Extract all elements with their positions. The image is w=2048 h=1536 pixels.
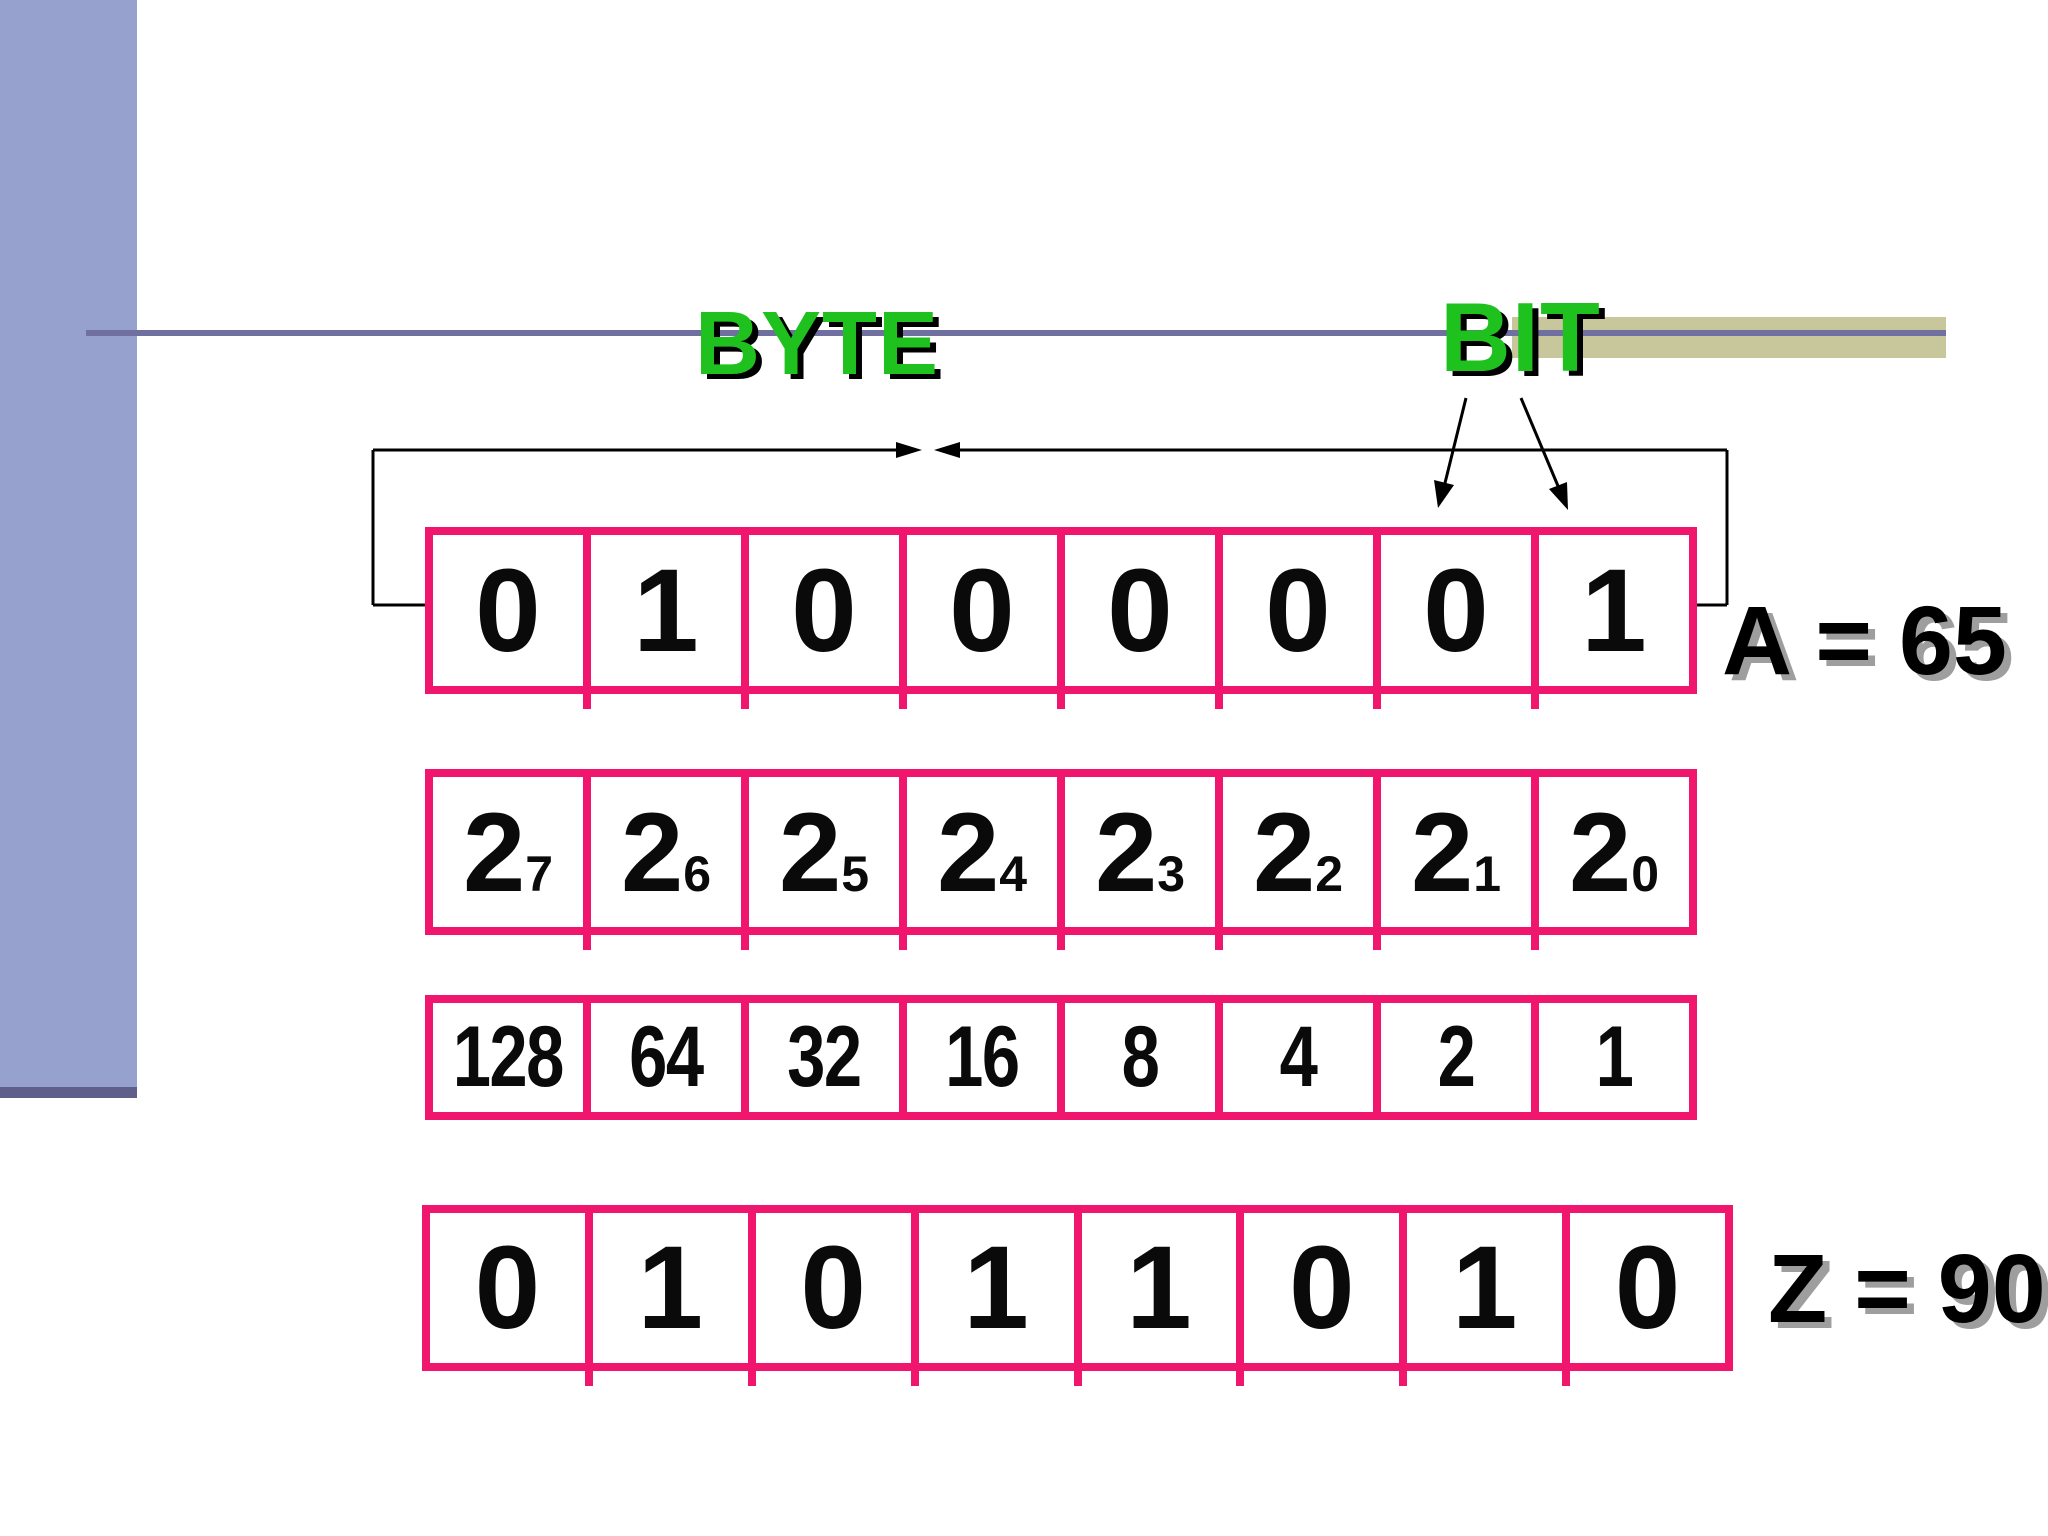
bit-arrowhead-right: [1549, 482, 1568, 510]
bit-cell: 0: [747, 1213, 911, 1386]
bit-cell: 1: [1073, 1213, 1237, 1386]
power-cell: 23: [1057, 777, 1215, 950]
bit-cell: 1: [584, 1213, 748, 1386]
bit-arrow-left-line: [1443, 397, 1468, 484]
decorative-khaki-bar: [1512, 317, 1946, 358]
bit-cell: 1: [910, 1213, 1074, 1386]
power-cell: 21: [1373, 777, 1531, 950]
horizontal-divider-line: [86, 330, 1946, 336]
weight-cell: 32: [741, 1003, 899, 1112]
sidebar-accent-bar: [0, 0, 137, 1087]
weight-cell: 2: [1373, 1003, 1531, 1112]
byte-label: BYTE: [695, 294, 940, 394]
bit-cell: 1: [583, 535, 741, 709]
bit-cell: 0: [474, 1222, 541, 1354]
bit-cell: 0: [899, 535, 1057, 709]
bit-cell: 1: [1399, 1213, 1562, 1386]
bit-cell: 0: [1236, 1213, 1399, 1386]
power-cell: 27: [462, 789, 554, 915]
weight-cell: 64: [583, 1003, 741, 1112]
bit-weights-row: 128 64 32 16 8 4 2 1: [425, 995, 1697, 1120]
binary-row-a: 0 1 0 0 0 0 0 1: [425, 527, 1697, 709]
binary-row-z: 0 1 0 1 1 0 1 0: [422, 1205, 1733, 1386]
bit-label: BIT: [1440, 282, 1601, 392]
bit-arrowhead-left: [1434, 480, 1454, 508]
bit-cell: 0: [1057, 535, 1215, 709]
ascii-value-z: Z = 90: [1768, 1234, 2046, 1343]
bit-cell: 0: [1373, 535, 1531, 709]
byte-span-arrowhead-left: [934, 442, 960, 458]
sidebar-accent-strip: [0, 1087, 137, 1098]
power-cell: 24: [899, 777, 1057, 950]
power-cell: 20: [1531, 777, 1689, 950]
bit-arrow-right-line: [1519, 397, 1560, 487]
weight-cell: 4: [1215, 1003, 1373, 1112]
power-cell: 22: [1215, 777, 1373, 950]
bit-cell: 0: [1562, 1213, 1725, 1386]
bit-cell: 1: [1531, 535, 1689, 709]
bit-cell: 0: [475, 544, 541, 677]
bit-cell: 0: [1215, 535, 1373, 709]
power-cell: 26: [583, 777, 741, 950]
weight-cell: 1: [1531, 1003, 1689, 1112]
bit-cell: 0: [741, 535, 899, 709]
byte-span-arrowhead-right: [896, 442, 922, 458]
weight-cell: 8: [1057, 1003, 1215, 1112]
powers-of-two-row: 27 26 25 24 23 22 21 20: [425, 769, 1697, 950]
weight-cell: 128: [453, 1009, 565, 1105]
power-cell: 25: [741, 777, 899, 950]
weight-cell: 16: [899, 1003, 1057, 1112]
ascii-value-a: A = 65: [1722, 586, 2007, 695]
